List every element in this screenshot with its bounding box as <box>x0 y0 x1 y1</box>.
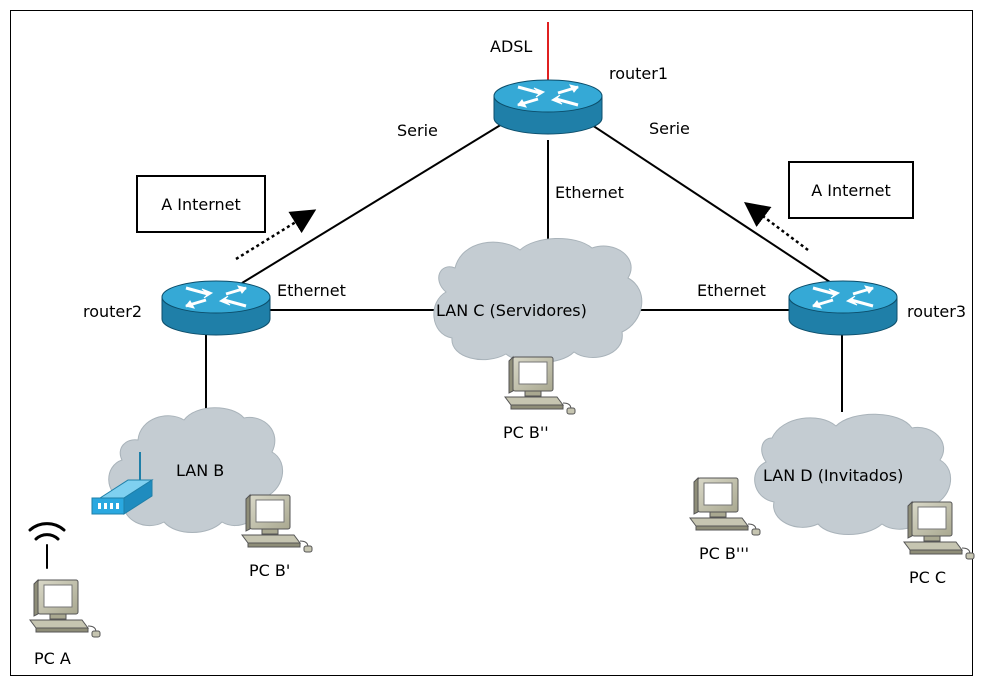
router3-label: router3 <box>907 302 966 321</box>
adsl-label: ADSL <box>490 37 532 56</box>
ethernet-label-r1: Ethernet <box>555 183 624 202</box>
internet-label-right: A Internet <box>811 181 891 200</box>
serial-link-r1-r2 <box>241 95 549 284</box>
wifi-signal-icon <box>28 522 66 569</box>
internet-box-right <box>788 161 914 219</box>
internet-arrow-left <box>235 209 317 261</box>
pc-c-label: PC C <box>909 568 946 587</box>
serial-link-r1-r3 <box>547 95 843 291</box>
lan-b-label: LAN B <box>176 461 224 480</box>
links <box>205 95 843 412</box>
pc-b2-label: PC B'' <box>503 423 549 442</box>
lan-d-label: LAN D (Invitados) <box>763 466 903 485</box>
internet-label-left: A Internet <box>161 195 241 214</box>
pc-a-label: PC A <box>34 649 71 668</box>
serie-label-right: Serie <box>649 119 690 138</box>
lan-c-label: LAN C (Servidores) <box>436 301 587 320</box>
wifi-access-point-icon <box>91 452 154 515</box>
router2-label: router2 <box>83 302 142 321</box>
router2-icon <box>160 279 272 337</box>
cloud-lan-c <box>433 238 643 364</box>
internet-arrow-right <box>744 202 809 251</box>
pc-b3-label: PC B''' <box>699 544 749 563</box>
internet-box-left <box>136 175 266 233</box>
ethernet-label-r2: Ethernet <box>277 281 346 300</box>
router1-icon <box>492 78 604 136</box>
router1-label: router1 <box>609 64 668 83</box>
pc-b1-label: PC B' <box>249 561 290 580</box>
ethernet-label-r3: Ethernet <box>697 281 766 300</box>
serie-label-left: Serie <box>397 121 438 140</box>
router3-icon <box>787 279 899 337</box>
